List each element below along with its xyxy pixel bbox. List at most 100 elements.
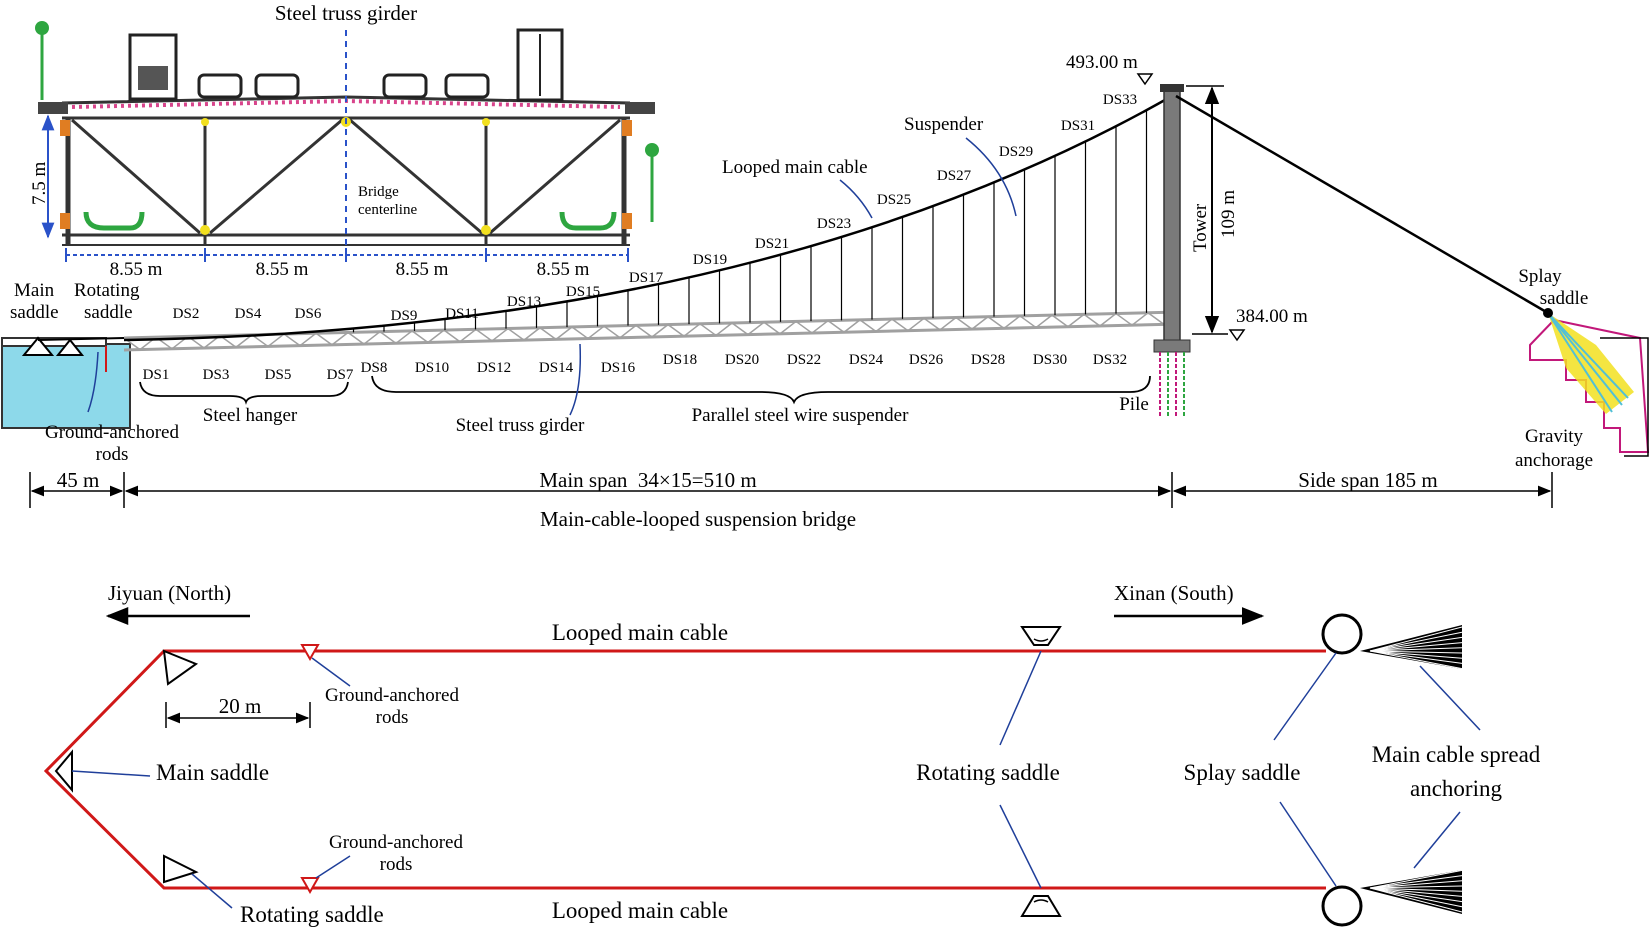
- left-ground-step: [1, 337, 107, 347]
- suspender-label-lower: DS22: [787, 352, 821, 368]
- suspender-label-lower: DS24: [849, 352, 884, 368]
- spacing-label: 8.55 m: [537, 259, 590, 280]
- top-elevation-label: 493.00 m: [1066, 52, 1138, 73]
- light-pole-right-lamp: [645, 143, 659, 157]
- north-label: Jiyuan (North): [108, 581, 231, 605]
- looped-main-cable-plan: [43, 649, 1326, 890]
- suspender-label-lower: DS18: [663, 352, 697, 368]
- ground-rods-bottom-label-1: Ground-anchored: [329, 832, 464, 853]
- rotating-saddle-mid-top-inner: [1033, 638, 1049, 642]
- splay-saddle-top-icon: [1321, 613, 1363, 655]
- left-ground-block: [1, 343, 131, 429]
- tower-label: Tower: [1190, 203, 1211, 252]
- rotating-saddle-mid-leader-top: [999, 650, 1042, 746]
- pile-label: Pile: [1119, 394, 1149, 415]
- suspender-label-lower: DS7: [327, 367, 354, 383]
- ground-anchored-rods-label-2: rods: [96, 444, 129, 465]
- pile-group: [1159, 352, 1185, 418]
- suspender-label-lower: DS26: [909, 352, 944, 368]
- suspender-label-upper: DS11: [445, 306, 479, 322]
- back-cable: [37, 337, 125, 341]
- spread-anchoring-label-1: Main cable spread: [1372, 742, 1541, 767]
- suspender-label-lower: DS30: [1033, 352, 1067, 368]
- steel-hanger-brace: [139, 381, 349, 405]
- gravity-anchorage: [1529, 308, 1650, 457]
- cross-section: Steel truss girder: [29, 1, 659, 280]
- plan-view: Jiyuan (North) Xinan (South) Looped main…: [43, 581, 1541, 927]
- suspender-label-lower: DS14: [539, 360, 574, 376]
- suspender-label-lower: DS5: [265, 367, 292, 383]
- gusset-plate: [481, 225, 491, 235]
- gusset-plate: [200, 225, 210, 235]
- suspender-label-upper: DS6: [295, 306, 322, 322]
- dim-20-label: 20 m: [219, 694, 262, 718]
- suspender-label-upper: DS25: [877, 192, 911, 208]
- ground-rods-top-leader: [311, 657, 351, 687]
- main-saddle-plan-label: Main saddle: [156, 760, 269, 785]
- bottom-elevation-label: 384.00 m: [1236, 306, 1308, 327]
- spread-anchoring-bottom-icon: [1360, 869, 1463, 914]
- suspender-label-lower: DS1: [143, 367, 170, 383]
- spread-anchoring-leader-top: [1419, 665, 1481, 731]
- truck-left-cab: [138, 66, 168, 90]
- cross-section-title: Steel truss girder: [275, 1, 417, 25]
- truss-diagonal: [489, 118, 621, 235]
- spread-anchoring-leader-bottom: [1413, 811, 1461, 869]
- top-elevation-marker: [1136, 73, 1154, 86]
- deck-slab-right: [625, 102, 655, 114]
- bridge-centerline-label-1: Bridge: [358, 184, 399, 200]
- suspender-label-upper: DS23: [817, 216, 851, 232]
- steel-truss-girder-label: Steel truss girder: [456, 415, 585, 436]
- bracket: [60, 213, 70, 229]
- cable-bottom-label: Looped main cable: [552, 898, 728, 923]
- spacing-label: 8.55 m: [396, 259, 449, 280]
- ground-rods-bottom-label-2: rods: [380, 854, 413, 875]
- gusset-plate: [201, 118, 209, 126]
- looped-main-cable-leader: [839, 179, 873, 219]
- bracket: [622, 213, 632, 229]
- splay-saddle-leader-bottom: [1279, 801, 1337, 887]
- suspender-label-upper: DS33: [1103, 92, 1137, 108]
- south-label: Xinan (South): [1114, 581, 1234, 605]
- ground-anchored-rods-label-1: Ground-anchored: [45, 422, 180, 443]
- suspender-leader: [965, 137, 1017, 217]
- tower: [1163, 89, 1181, 343]
- rotating-saddle-bottom-icon: [163, 854, 199, 884]
- rotating-saddle-top-icon: [162, 649, 199, 686]
- side-span-cable: [1175, 94, 1549, 315]
- bridge-name-label: Main-cable-looped suspension bridge: [540, 507, 856, 531]
- suspender-label-upper: DS9: [391, 308, 418, 324]
- steel-hanger-label: Steel hanger: [203, 405, 298, 426]
- splay-saddle-label-2: saddle: [1540, 288, 1589, 309]
- suspender-label-upper: DS2: [173, 306, 200, 322]
- bottom-elevation-marker: [1228, 329, 1246, 342]
- main-saddle-symbol: [21, 336, 55, 356]
- gravity-anchorage-label-2: anchorage: [1515, 450, 1593, 471]
- cable-top-label: Looped main cable: [552, 620, 728, 645]
- side-span-label: Side span 185 m: [1298, 468, 1437, 492]
- suspender-label-upper: DS13: [507, 294, 541, 310]
- tower-height-label: 109 m: [1218, 190, 1239, 238]
- main-span-label: Main span 34×15=510 m: [539, 468, 756, 492]
- suspender-label-lower: DS32: [1093, 352, 1127, 368]
- splay-saddle-leader-top: [1273, 652, 1337, 741]
- ground-rods-top-label-1: Ground-anchored: [325, 685, 460, 706]
- girder-lattice: [123, 311, 1181, 351]
- truss-diagonal: [71, 118, 201, 235]
- suspender-label-upper: DS15: [566, 284, 600, 300]
- tower-cap: [1160, 84, 1184, 92]
- height-label: 7.5 m: [29, 162, 50, 206]
- suspender-label-lower: DS3: [203, 367, 230, 383]
- gravity-anchorage-label-1: Gravity: [1525, 426, 1584, 447]
- main-saddle-plan-leader: [71, 770, 151, 777]
- bracket: [622, 120, 632, 136]
- suspender-label-upper: DS27: [937, 168, 972, 184]
- suspender-label-upper: DS4: [235, 306, 262, 322]
- truss-diagonal: [209, 118, 343, 235]
- main-cable: [123, 94, 1173, 342]
- ground-rods-top-label-2: rods: [376, 707, 409, 728]
- ground-rods-bottom-leader: [315, 855, 351, 879]
